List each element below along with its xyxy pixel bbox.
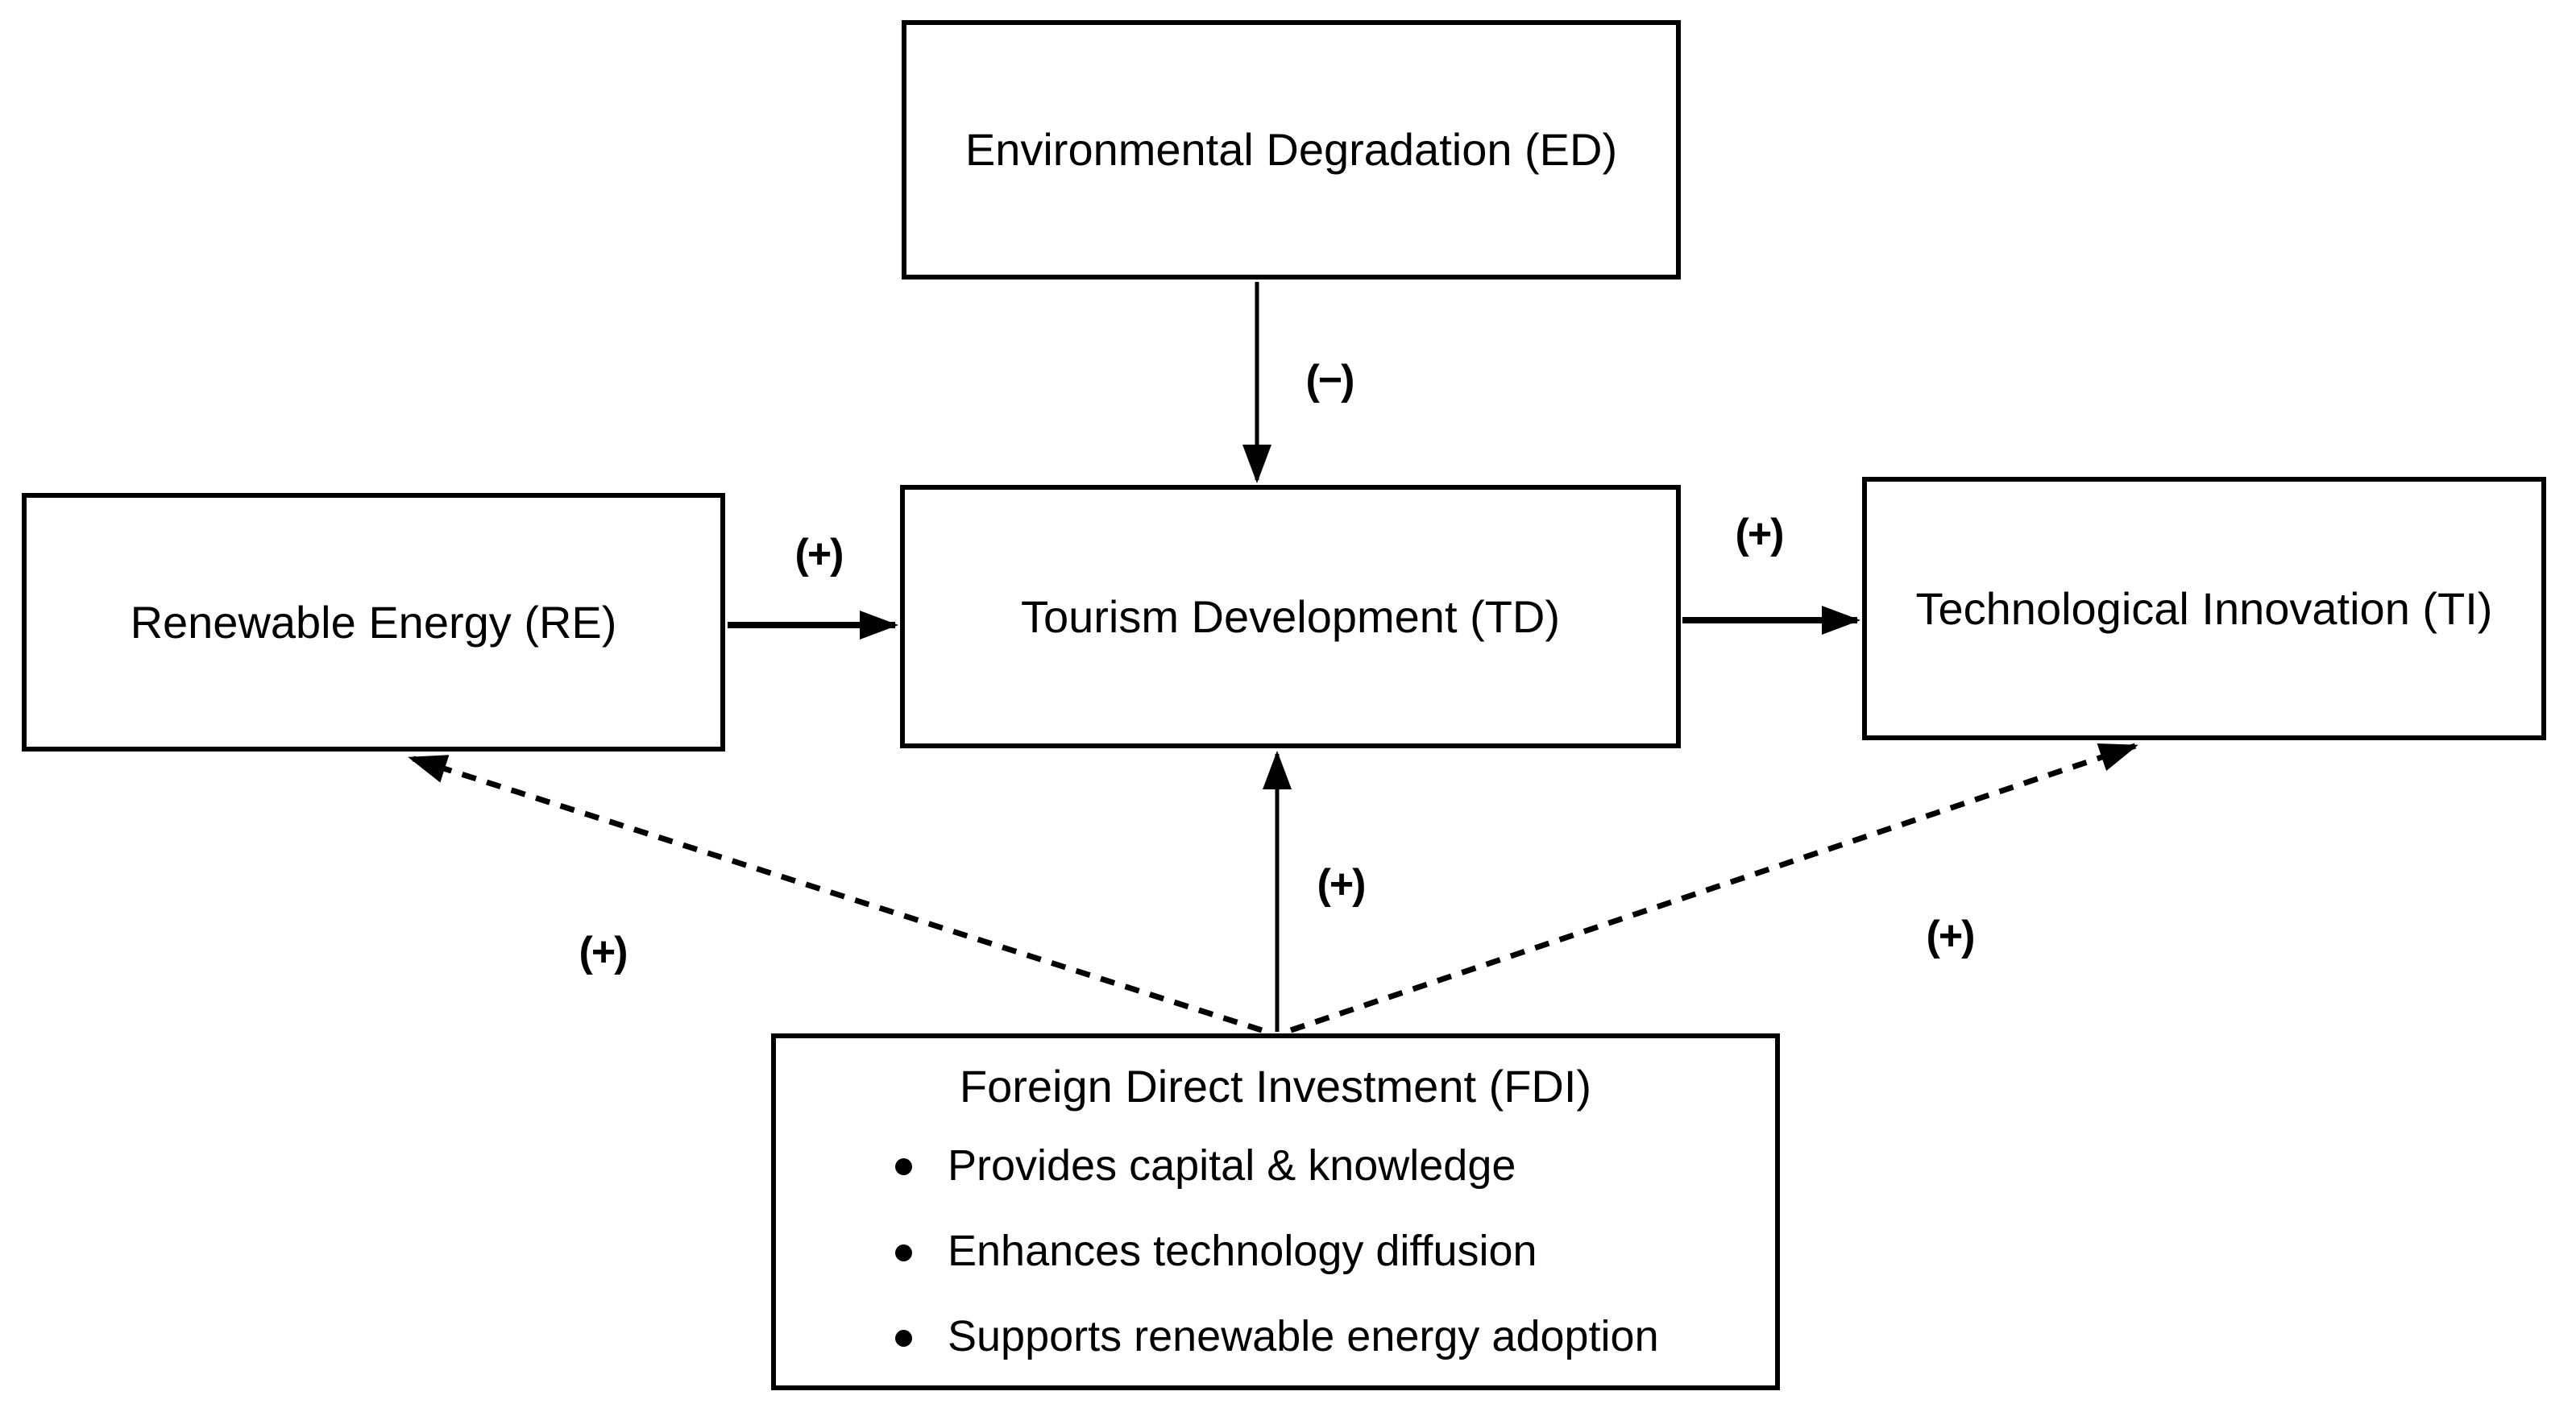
node-foreign-direct-investment: Foreign Direct Investment (FDI) Provides… <box>771 1033 1780 1390</box>
fdi-bullet-text: Enhances technology diffusion <box>948 1227 1537 1276</box>
fdi-bullet-item: Provides capital & knowledge <box>895 1134 1751 1197</box>
edge-sign-ed-td: (−) <box>1305 357 1355 404</box>
bullet-dot-icon <box>895 1330 912 1348</box>
node-technological-innovation: Technological Innovation (TI) <box>1862 477 2546 740</box>
node-tourism-development: Tourism Development (TD) <box>900 485 1681 748</box>
fdi-title: Foreign Direct Investment (FDI) <box>959 1061 1592 1112</box>
edge-sign-fdi-ti: (+) <box>1926 913 1976 959</box>
node-label-re: Renewable Energy (RE) <box>130 596 617 648</box>
arrow-fdi-to-ti-dashed <box>1289 743 2138 1033</box>
edge-sign-re-td: (+) <box>794 531 844 578</box>
node-environmental-degradation: Environmental Degradation (ED) <box>902 20 1681 280</box>
node-label-ti: Technological Innovation (TI) <box>1915 582 2493 634</box>
fdi-bullet-list: Provides capital & knowledge Enhances te… <box>895 1134 1751 1369</box>
node-renewable-energy: Renewable Energy (RE) <box>22 493 725 752</box>
fdi-content: Foreign Direct Investment (FDI) Provides… <box>776 1038 1775 1385</box>
edge-sign-td-ti: (+) <box>1735 511 1785 557</box>
fdi-bullet-item: Supports renewable energy adoption <box>895 1305 1751 1368</box>
fdi-bullet-text: Provides capital & knowledge <box>948 1141 1516 1190</box>
bullet-dot-icon <box>895 1244 912 1261</box>
node-label-ed: Environmental Degradation (ED) <box>964 124 1618 176</box>
fdi-bullet-item: Enhances technology diffusion <box>895 1219 1751 1282</box>
edge-sign-fdi-re: (+) <box>579 929 628 975</box>
edge-sign-fdi-td: (+) <box>1317 861 1367 908</box>
fdi-bullet-text: Supports renewable energy adoption <box>948 1312 1659 1361</box>
bullet-dot-icon <box>895 1158 912 1176</box>
arrow-fdi-to-re-dashed <box>408 755 1263 1033</box>
node-label-td: Tourism Development (TD) <box>1020 590 1561 642</box>
